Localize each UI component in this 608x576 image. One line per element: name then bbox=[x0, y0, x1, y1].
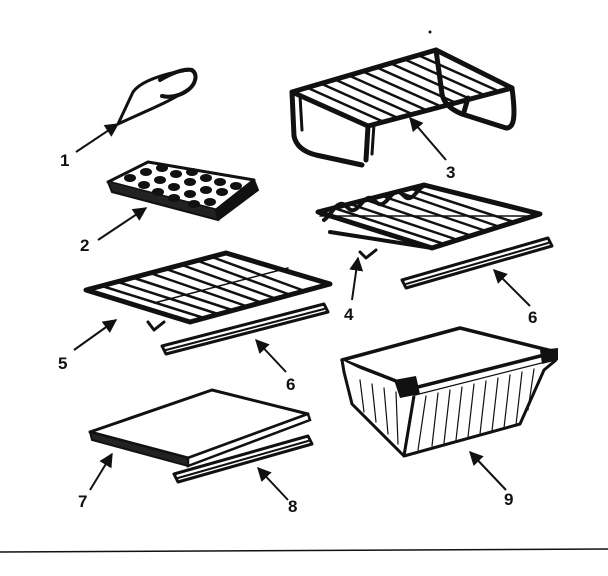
leader-arrows bbox=[73, 116, 531, 501]
ice-scoop bbox=[116, 67, 198, 126]
leader-arrow-4 bbox=[349, 256, 364, 301]
leader-arrow-6a bbox=[493, 269, 531, 307]
wire-shelf-left bbox=[83, 250, 333, 332]
shelf-trim-strip-right bbox=[400, 236, 554, 290]
leader-arrow-8 bbox=[257, 466, 289, 501]
callout-5: 5 bbox=[58, 354, 67, 373]
bottom-rule bbox=[0, 548, 608, 553]
callout-6a: 6 bbox=[528, 308, 537, 327]
callout-4: 4 bbox=[344, 305, 354, 324]
callout-labels: 1 2 3 4 6 5 6 7 8 9 bbox=[58, 151, 537, 516]
callout-2: 2 bbox=[80, 236, 89, 255]
callout-7: 7 bbox=[78, 492, 87, 511]
callout-1: 1 bbox=[60, 151, 69, 170]
wire-shelf-riser bbox=[289, 47, 517, 168]
wire-shelf-right bbox=[315, 182, 543, 260]
crisper-drawer-pan bbox=[340, 326, 558, 458]
callout-3: 3 bbox=[446, 163, 455, 182]
leader-arrow-5 bbox=[73, 319, 118, 351]
leader-arrow-7 bbox=[89, 452, 113, 491]
callout-8: 8 bbox=[288, 497, 297, 516]
leader-arrow-2 bbox=[97, 207, 148, 241]
ink-speck bbox=[428, 30, 432, 34]
leader-arrow-3 bbox=[409, 116, 447, 161]
shelf-trim-strip-left bbox=[160, 302, 330, 356]
leader-arrow-9 bbox=[469, 450, 507, 491]
crisper-cover-panel bbox=[88, 388, 312, 468]
callout-9: 9 bbox=[504, 490, 513, 509]
cover-trim-strip bbox=[172, 434, 314, 484]
leader-arrow-6b bbox=[255, 338, 287, 373]
ice-cube-tray bbox=[106, 160, 260, 222]
leader-arrow-1 bbox=[75, 123, 120, 153]
callout-6b: 6 bbox=[286, 375, 295, 394]
